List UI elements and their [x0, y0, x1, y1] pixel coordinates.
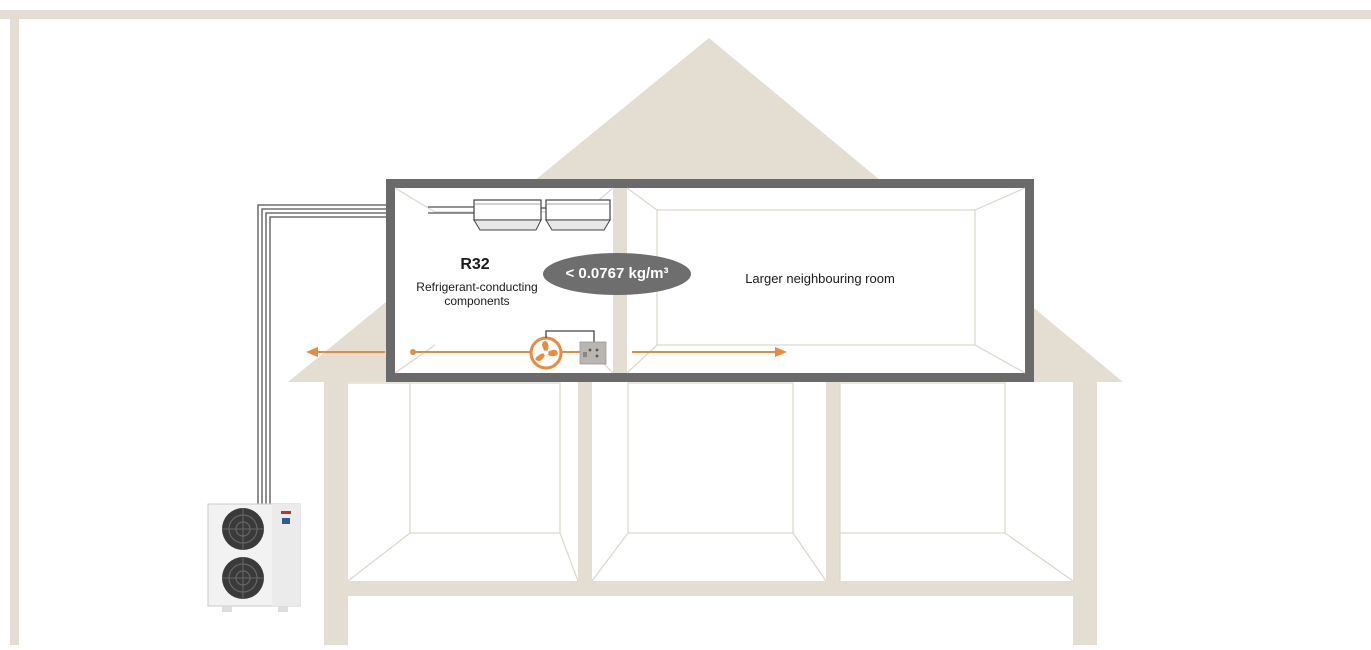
outdoor-unit-icon	[207, 503, 301, 612]
neighbour-room-label: Larger neighbouring room	[745, 271, 895, 286]
concentration-label: < 0.0767 kg/m³	[565, 265, 669, 282]
components-label-line1: Refrigerant-conducting	[416, 280, 538, 294]
page-frame	[0, 10, 1371, 645]
ventilation-arrows	[306, 347, 787, 357]
sensor-box-icon	[545, 330, 607, 365]
refrigerant-label: R32	[460, 256, 490, 273]
components-label: Refrigerant-conducting components	[402, 280, 552, 308]
fan-icon	[529, 336, 580, 370]
cassette-unit-icon	[428, 199, 611, 231]
concentration-ellipse	[543, 253, 691, 295]
refrigerant-pipes	[257, 204, 386, 505]
lower-rooms	[347, 382, 1074, 582]
components-label-line2: components	[444, 294, 510, 308]
